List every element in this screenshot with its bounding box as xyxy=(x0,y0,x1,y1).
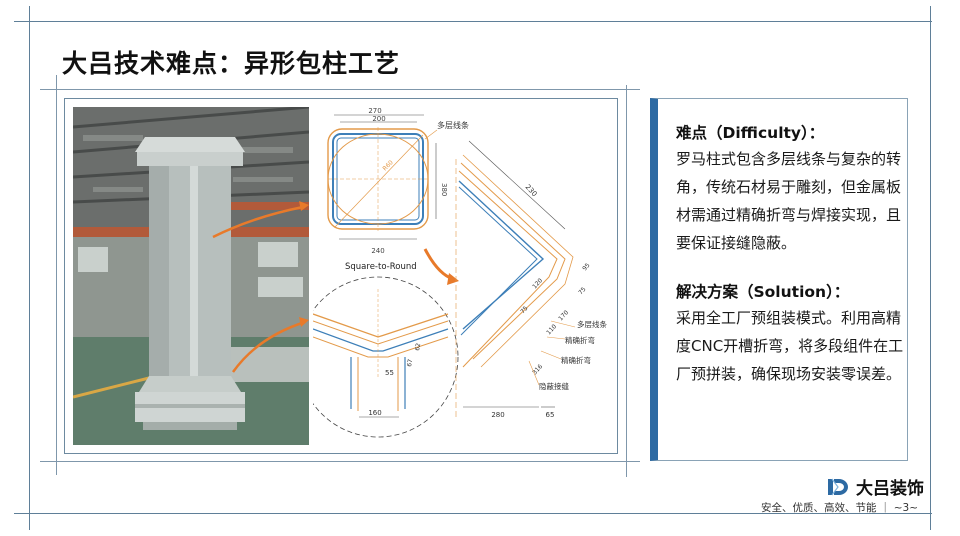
section-view-corner: 230 95 75 120 170 110 75 316 280 65 多层线条… xyxy=(455,140,607,419)
difficulty-body: 罗马柱式包含多层线条与复杂的转角，传统石材易于雕刻，但金属板材需通过精确折弯与焊… xyxy=(676,150,902,252)
svg-text:Square-to-Round: Square-to-Round xyxy=(345,262,417,272)
content-line-left xyxy=(56,75,57,475)
svg-text:95: 95 xyxy=(581,262,591,272)
svg-text:精确折弯: 精确折弯 xyxy=(565,335,595,345)
technical-drawing: 270 200 R60 380 240 多层线条 Square-to-Round xyxy=(297,99,617,453)
factory-photo-illustration xyxy=(73,107,309,445)
difficulty-heading: 难点（Difficulty）： xyxy=(676,124,825,142)
figure-panel: 270 200 R60 380 240 多层线条 Square-to-Round xyxy=(64,98,618,454)
svg-text:隐蔽接缝: 隐蔽接缝 xyxy=(539,381,569,391)
frame-line-right xyxy=(930,6,931,530)
svg-text:120: 120 xyxy=(531,277,544,290)
svg-text:110: 110 xyxy=(545,323,558,336)
frame-line-left xyxy=(29,6,30,90)
svg-text:75: 75 xyxy=(577,286,587,296)
svg-text:270: 270 xyxy=(368,107,381,115)
svg-text:62: 62 xyxy=(414,342,422,351)
svg-text:65: 65 xyxy=(546,411,555,419)
content-line-bottom xyxy=(40,461,640,462)
explanation-panel: 难点（Difficulty）： 罗马柱式包含多层线条与复杂的转角，传统石材易于雕… xyxy=(650,98,908,461)
svg-text:精确折弯: 精确折弯 xyxy=(561,355,591,365)
page-title: 大吕技术难点：异形包柱工艺 xyxy=(62,49,401,78)
solution-heading: 解决方案（Solution）： xyxy=(676,283,850,301)
brand-name: 大吕装饰 xyxy=(856,479,924,499)
svg-text:55: 55 xyxy=(385,369,394,377)
svg-text:多层线条: 多层线条 xyxy=(437,120,469,130)
svg-text:160: 160 xyxy=(368,409,381,417)
dalu-d-logo-icon xyxy=(828,478,848,495)
solution-body: 采用全工厂预组装模式。利用高精度CNC开槽折弯，将多段组件在工厂预拼装，确保现场… xyxy=(676,309,904,383)
svg-text:多层线条: 多层线条 xyxy=(577,319,607,329)
section-spacer xyxy=(676,257,907,280)
svg-text:75: 75 xyxy=(519,305,529,315)
svg-text:230: 230 xyxy=(524,183,539,198)
content-line-top xyxy=(40,89,640,90)
svg-text:240: 240 xyxy=(371,247,384,255)
svg-text:170: 170 xyxy=(557,309,570,322)
svg-text:380: 380 xyxy=(440,183,448,196)
frame-line-top xyxy=(14,21,932,22)
brand-logo: 大吕装饰 xyxy=(828,474,924,499)
cad-drawing: 270 200 R60 380 240 多层线条 Square-to-Round xyxy=(297,107,607,438)
content-line-right xyxy=(626,85,627,477)
frame-line-bottom xyxy=(14,513,932,514)
svg-text:R60: R60 xyxy=(381,159,394,172)
detail-view-circle: 160 55 67 62 xyxy=(297,276,459,438)
svg-text:67: 67 xyxy=(406,358,414,367)
top-view-square-to-round: 270 200 R60 380 240 多层线条 Square-to-Round xyxy=(327,107,469,272)
svg-text:200: 200 xyxy=(372,115,385,123)
slogan-page-number: 安全、优质、高效、节能 ｜ ~3~ xyxy=(761,502,918,514)
svg-text:316: 316 xyxy=(531,363,544,376)
column-photo xyxy=(73,107,309,445)
frame-line-left-lower xyxy=(29,90,30,530)
svg-text:280: 280 xyxy=(491,411,504,419)
